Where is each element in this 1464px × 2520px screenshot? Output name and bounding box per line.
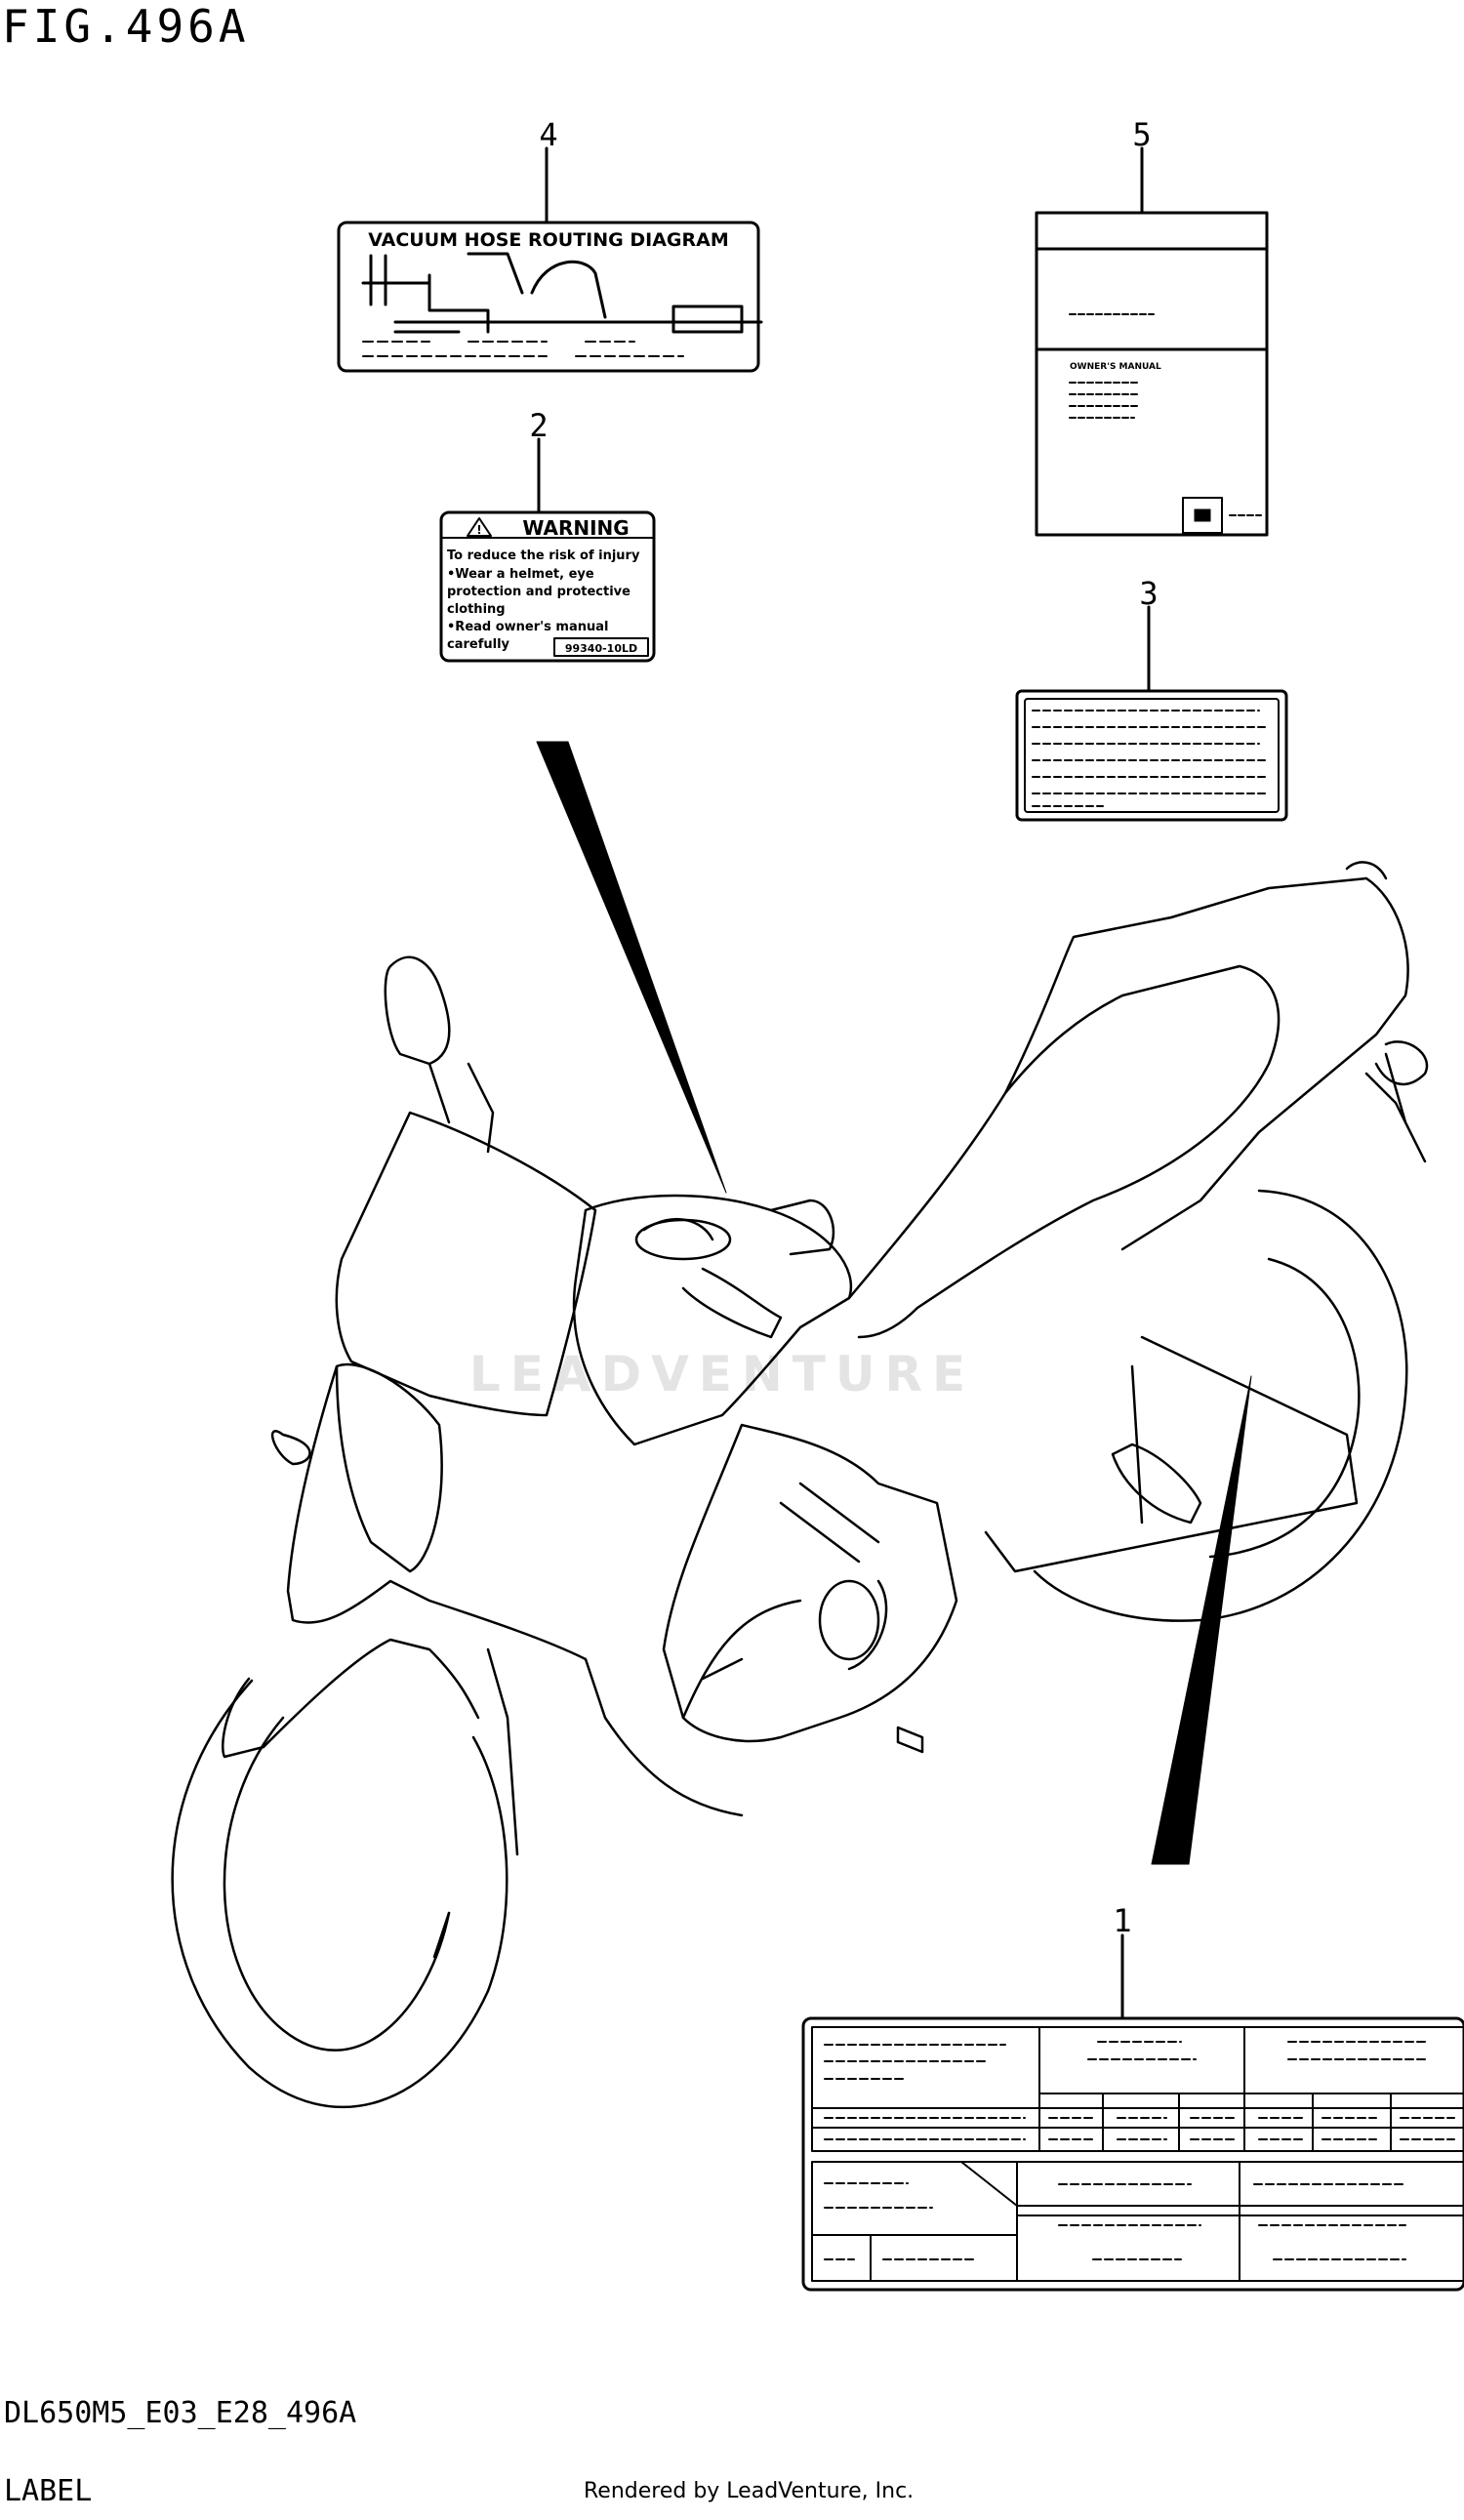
tail-section (1003, 876, 1409, 1251)
figure-name: LABEL (4, 2474, 93, 2508)
warning-line-6: carefully (447, 637, 510, 652)
warning-code: 99340-10LD (565, 642, 637, 655)
motorcycle-outline (171, 861, 1429, 2109)
warning-line-3: protection and protective (447, 585, 630, 599)
figure-code: DL650M5_E03_E28_496A (4, 2396, 357, 2430)
front-wheel (171, 1679, 508, 2109)
right-mirror (270, 1430, 311, 1466)
owners-manual[interactable]: OWNER'S MANUAL (1035, 211, 1269, 537)
vacuum-hose-label[interactable]: VACUUM HOSE ROUTING DIAGRAM (337, 221, 763, 373)
info-label[interactable] (1015, 689, 1288, 822)
callout-4[interactable]: 4 (539, 116, 558, 153)
warning-line-5: •Read owner's manual (447, 620, 608, 634)
vacuum-label-title: VACUUM HOSE ROUTING DIAGRAM (368, 229, 729, 251)
windscreen (335, 1111, 597, 1417)
fuel-tank (572, 1194, 853, 1446)
warning-line-2: •Wear a helmet, eye (447, 567, 594, 582)
figure-title: FIG.496A (2, 0, 250, 53)
left-mirror (384, 955, 451, 1124)
watermark: LEADVENTURE (469, 1346, 975, 1402)
engine (662, 1423, 958, 1743)
warning-line-4: clothing (447, 602, 506, 617)
seat (847, 964, 1281, 1339)
svg-text:!: ! (476, 523, 481, 537)
callout-2[interactable]: 2 (529, 407, 549, 444)
callout-3[interactable]: 3 (1139, 575, 1159, 612)
manual-title: OWNER'S MANUAL (1070, 362, 1161, 372)
pointer-to-tank (536, 741, 727, 1194)
warning-title: WARNING (522, 516, 629, 540)
callout-5[interactable]: 5 (1132, 116, 1152, 153)
warning-line-1: To reduce the risk of injury (447, 549, 640, 563)
warning-label[interactable]: ! WARNING To reduce the risk of injury •… (439, 510, 656, 663)
callout-1[interactable]: 1 (1113, 1902, 1132, 1939)
rear-wheel (1033, 1189, 1408, 1622)
front-fairing (286, 1364, 744, 1817)
spec-table-label[interactable] (801, 2016, 1464, 2292)
render-credit: Rendered by LeadVenture, Inc. (584, 2479, 915, 2503)
swingarm (984, 1335, 1359, 1573)
leader-lines (537, 146, 1151, 2020)
